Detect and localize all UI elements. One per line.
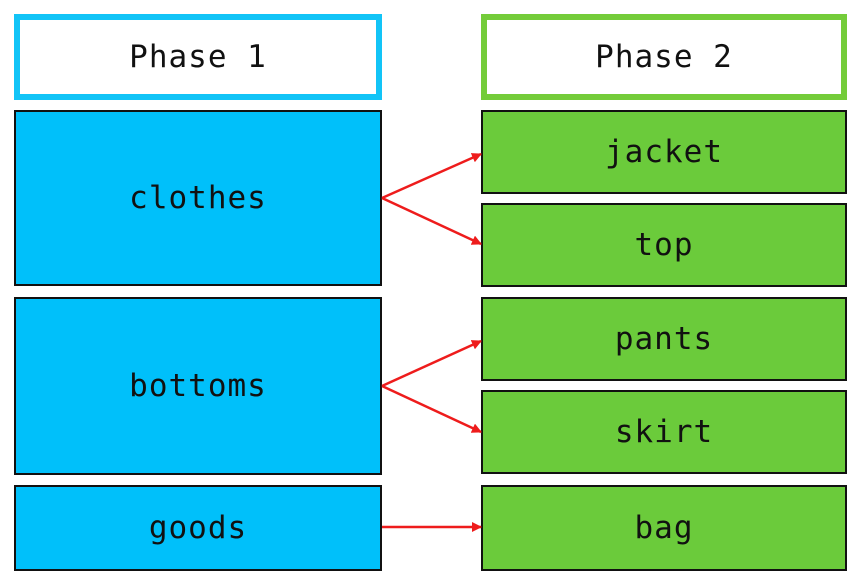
- phase-2-header-label: Phase 2: [595, 39, 733, 75]
- phase-2-node-pants: pants: [481, 297, 847, 381]
- arrow-bottoms-to-pants: [381, 339, 482, 388]
- phase-1-header: Phase 1: [14, 14, 382, 100]
- node-label: bottoms: [129, 368, 267, 404]
- phase-2-header: Phase 2: [481, 14, 847, 100]
- node-label: jacket: [605, 134, 723, 170]
- node-label: skirt: [614, 414, 714, 450]
- phase-2-node-bag: bag: [481, 485, 847, 571]
- node-label: goods: [148, 510, 248, 546]
- phase-2-node-top: top: [481, 203, 847, 287]
- arrow-clothes-to-top: [381, 196, 482, 246]
- node-label: clothes: [129, 180, 267, 216]
- arrow-bottoms-to-skirt: [381, 384, 482, 434]
- arrow-clothes-to-jacket: [381, 152, 482, 200]
- phase-2-node-skirt: skirt: [481, 390, 847, 474]
- node-label: bag: [634, 510, 694, 546]
- node-label: pants: [614, 321, 714, 357]
- phase-1-node-clothes: clothes: [14, 110, 382, 286]
- phase-1-header-label: Phase 1: [129, 39, 267, 75]
- phase-1-node-bottoms: bottoms: [14, 297, 382, 475]
- phase-1-node-goods: goods: [14, 485, 382, 571]
- phase-2-node-jacket: jacket: [481, 110, 847, 194]
- node-label: top: [634, 227, 694, 263]
